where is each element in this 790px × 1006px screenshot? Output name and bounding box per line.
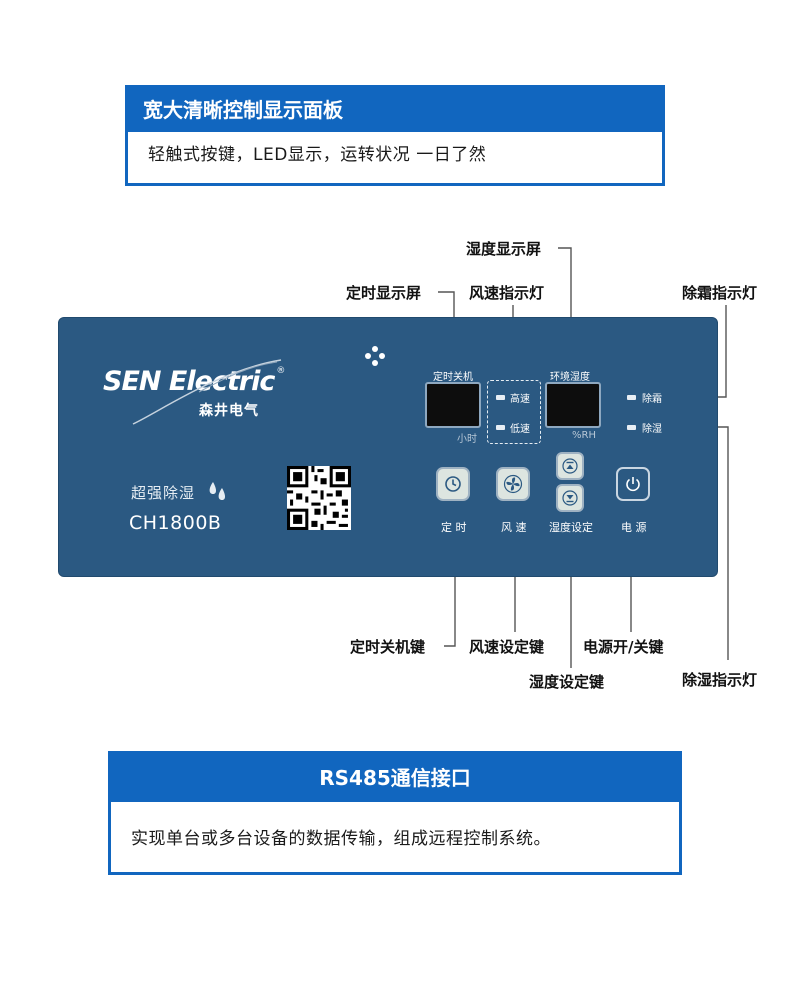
feature-box-rs485: RS485通信接口 实现单台或多台设备的数据传输，组成远程控制系统。	[108, 751, 682, 875]
timer-unit: 小时	[457, 434, 477, 445]
speed-high-label: 高速	[510, 394, 530, 405]
control-panel: SEN Electric® 森井电气 超强除湿 CH1800B 定时关机 小	[58, 317, 718, 577]
arrow-up-icon	[562, 458, 578, 474]
callout-speed-indicator: 风速指示灯	[469, 284, 545, 302]
decor-dot	[372, 360, 378, 366]
callout-timer-key: 定时关机键	[350, 638, 426, 656]
callout-speed-key: 风速设定键	[469, 638, 545, 656]
arrow-down-icon	[562, 490, 578, 506]
timer-button-label: 定 时	[441, 521, 467, 534]
dehumidify-label: 除湿	[642, 424, 662, 435]
dehumidify-led	[627, 425, 636, 430]
humidity-down-button[interactable]	[556, 484, 584, 512]
callout-humidity-key: 湿度设定键	[529, 673, 605, 691]
clock-icon	[445, 476, 461, 492]
speed-low-led	[496, 425, 505, 430]
timer-button[interactable]	[436, 467, 470, 501]
speed-button[interactable]	[496, 467, 530, 501]
logo-swoosh-icon	[132, 359, 282, 425]
power-button-label: 电 源	[621, 521, 647, 534]
brand-name: SEN Electric	[103, 366, 275, 397]
callout-humidity-display: 湿度显示屏	[466, 240, 542, 258]
power-icon	[626, 477, 640, 492]
humidity-up-button[interactable]	[556, 452, 584, 480]
water-drops-icon	[209, 482, 225, 500]
defrost-label: 除霜	[642, 394, 662, 405]
humidity-button-label: 湿度设定	[549, 521, 593, 534]
qr-code-icon	[287, 466, 351, 530]
brand-name-cn: 森井电气	[199, 403, 259, 419]
feature-box-panel: 宽大清晰控制显示面板 轻触式按键，LED显示，运转状况 一日了然	[125, 85, 665, 186]
callout-defrost-indicator: 除霜指示灯	[682, 284, 758, 302]
registered-mark: ®	[276, 366, 286, 376]
humidity-unit: %RH	[572, 430, 596, 441]
rs485-title: RS485通信接口	[111, 754, 679, 802]
speed-button-label: 风 速	[501, 521, 527, 534]
timer-display-label: 定时关机	[433, 372, 473, 383]
power-button[interactable]	[616, 467, 650, 501]
callout-dehumidify-indicator: 除湿指示灯	[682, 671, 758, 689]
speed-high-led	[496, 395, 505, 400]
decor-dot	[365, 353, 371, 359]
product-line: 超强除湿	[131, 484, 196, 502]
model-number: CH1800B	[129, 512, 222, 534]
rs485-description: 实现单台或多台设备的数据传输，组成远程控制系统。	[131, 829, 551, 849]
decor-dot	[372, 346, 378, 352]
callout-timer-display: 定时显示屏	[346, 284, 422, 302]
brand-logo: SEN Electric®	[103, 359, 286, 425]
feature-title: 宽大清晰控制显示面板	[128, 88, 662, 132]
timer-display	[425, 382, 481, 428]
fan-icon	[503, 474, 523, 494]
humidity-display	[545, 382, 601, 428]
speed-low-label: 低速	[510, 424, 530, 435]
speed-indicator-group	[487, 380, 541, 444]
decor-dot	[379, 353, 385, 359]
callout-power-key: 电源开/关键	[583, 638, 664, 656]
defrost-led	[627, 395, 636, 400]
humidity-display-label: 环境湿度	[550, 372, 590, 383]
feature-description: 轻触式按键，LED显示，运转状况 一日了然	[148, 145, 487, 165]
